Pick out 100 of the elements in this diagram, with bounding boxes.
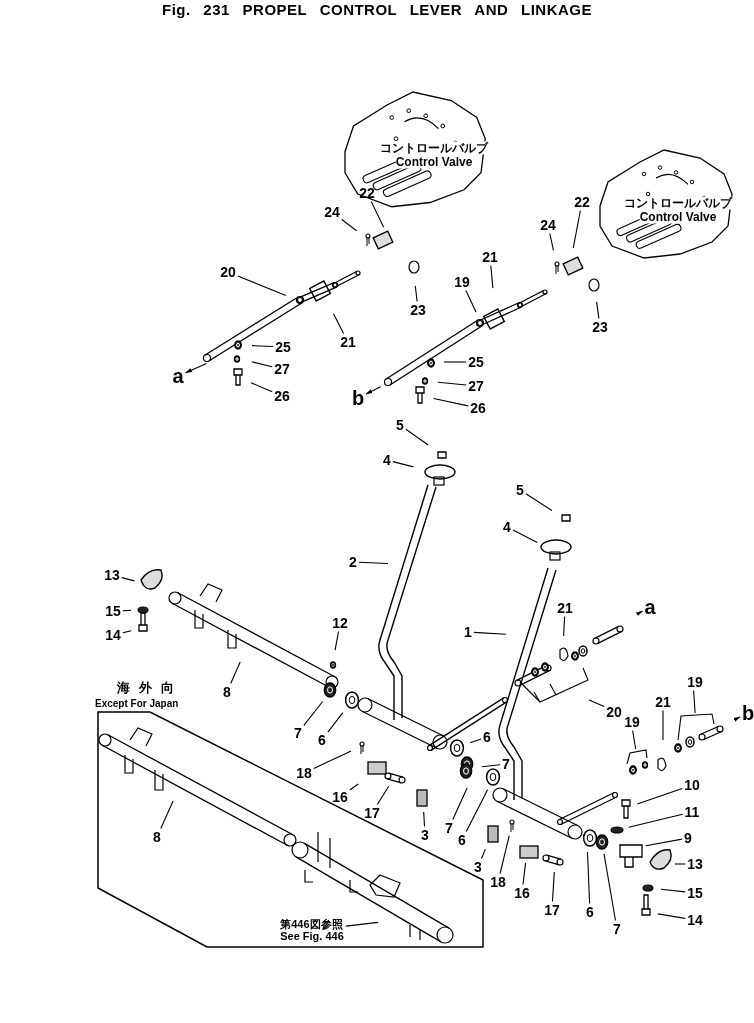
callout-number: 19 [686, 674, 704, 690]
leader-line [512, 529, 538, 544]
leader-line [465, 289, 477, 313]
callout-number: 16 [513, 885, 531, 901]
reference-letter: b [740, 703, 754, 723]
callout-number: 15 [104, 603, 122, 619]
leader-line [392, 461, 414, 468]
leader-line [549, 232, 555, 251]
callout-number: 4 [382, 452, 392, 468]
leader-line [660, 888, 686, 893]
callout-number: 22 [573, 194, 591, 210]
leader-line [480, 848, 486, 860]
leader-line [334, 630, 340, 651]
leader-line [303, 700, 324, 726]
reference-letter: a [643, 597, 657, 617]
callout-number: 10 [683, 777, 701, 793]
callout-number: 21 [654, 694, 672, 710]
valve-label: Control Valve [395, 155, 473, 169]
leader-line [628, 813, 684, 828]
callout-number: 23 [591, 319, 609, 335]
callout-number: 21 [339, 334, 357, 350]
leader-line [433, 397, 469, 407]
callout-number: 11 [683, 804, 701, 820]
leader-line [251, 345, 274, 348]
leader-line [525, 493, 553, 512]
callout-number: 26 [273, 388, 291, 404]
callout-number: 18 [489, 874, 507, 890]
leader-line [358, 561, 389, 565]
leader-line [572, 209, 581, 249]
callout-number: 3 [420, 827, 430, 843]
leader-line [251, 361, 273, 368]
callout-number: 5 [395, 417, 405, 433]
valve-label: コントロールバルブ [380, 141, 488, 155]
leader-line [473, 631, 507, 635]
arrow [365, 386, 382, 395]
callout-number: 12 [331, 615, 349, 631]
callout-number: 6 [585, 904, 595, 920]
callout-number: 14 [686, 912, 704, 928]
leader-line [414, 285, 418, 303]
callout-number: 7 [612, 921, 622, 937]
note-text: 第446図参照 [280, 918, 344, 930]
callout-number: 23 [409, 302, 427, 318]
callout-number: 19 [453, 274, 471, 290]
leader-line [341, 218, 358, 232]
callout-number: 25 [467, 354, 485, 370]
valve-label: コントロールバルブ [624, 196, 732, 210]
callout-number: 2 [348, 554, 358, 570]
leader-line [345, 921, 379, 927]
bracket [626, 749, 648, 765]
leader-line [370, 200, 385, 228]
callout-number: 21 [556, 600, 574, 616]
callout-number: 24 [539, 217, 557, 233]
figure-title: Fig. 231 PROPEL CONTROL LEVER AND LINKAGE [162, 1, 592, 18]
leader-line [636, 787, 683, 805]
leader-line [522, 862, 527, 886]
leader-line [332, 313, 345, 335]
callout-number: 14 [104, 627, 122, 643]
callout-number: 16 [331, 789, 349, 805]
callout-number: 24 [323, 204, 341, 220]
callout-number: 26 [469, 400, 487, 416]
leader-line [469, 738, 482, 744]
leader-line [551, 871, 555, 903]
leader-line [237, 275, 287, 297]
callout-number: 18 [295, 765, 313, 781]
callout-number: 17 [363, 805, 381, 821]
leader-line [596, 301, 600, 320]
arrow [184, 362, 208, 374]
leader-line [160, 800, 174, 830]
callout-number: 19 [623, 714, 641, 730]
leader-line [662, 709, 664, 741]
reference-letter: b [350, 388, 366, 408]
leader-line [122, 609, 132, 612]
leader-line [250, 382, 273, 393]
callout-number: 25 [274, 339, 292, 355]
leader-line [122, 630, 132, 634]
leader-line [230, 661, 241, 685]
callout-number: 5 [515, 482, 525, 498]
leader-line [327, 712, 344, 733]
leader-line [490, 264, 494, 289]
leader-line [405, 428, 429, 446]
arrow [635, 610, 643, 617]
leader-line [443, 361, 467, 363]
leader-line [423, 811, 426, 828]
callout-number: 1 [463, 624, 473, 640]
callout-number: 7 [293, 725, 303, 741]
leader-line [645, 838, 683, 847]
callout-number: 17 [543, 902, 561, 918]
leader-line [499, 835, 510, 875]
callout-number: 20 [219, 264, 237, 280]
leader-line [588, 699, 605, 708]
leader-line [674, 863, 686, 865]
callout-number: 8 [152, 829, 162, 845]
leader-line [481, 764, 501, 768]
leader-line [313, 750, 352, 769]
leader-line [603, 853, 617, 922]
callout-number: 7 [444, 820, 454, 836]
callout-number: 27 [273, 361, 291, 377]
leader-line [632, 729, 637, 750]
note-text: See Fig. 446 [280, 930, 344, 942]
callout-number: 7 [501, 756, 511, 772]
